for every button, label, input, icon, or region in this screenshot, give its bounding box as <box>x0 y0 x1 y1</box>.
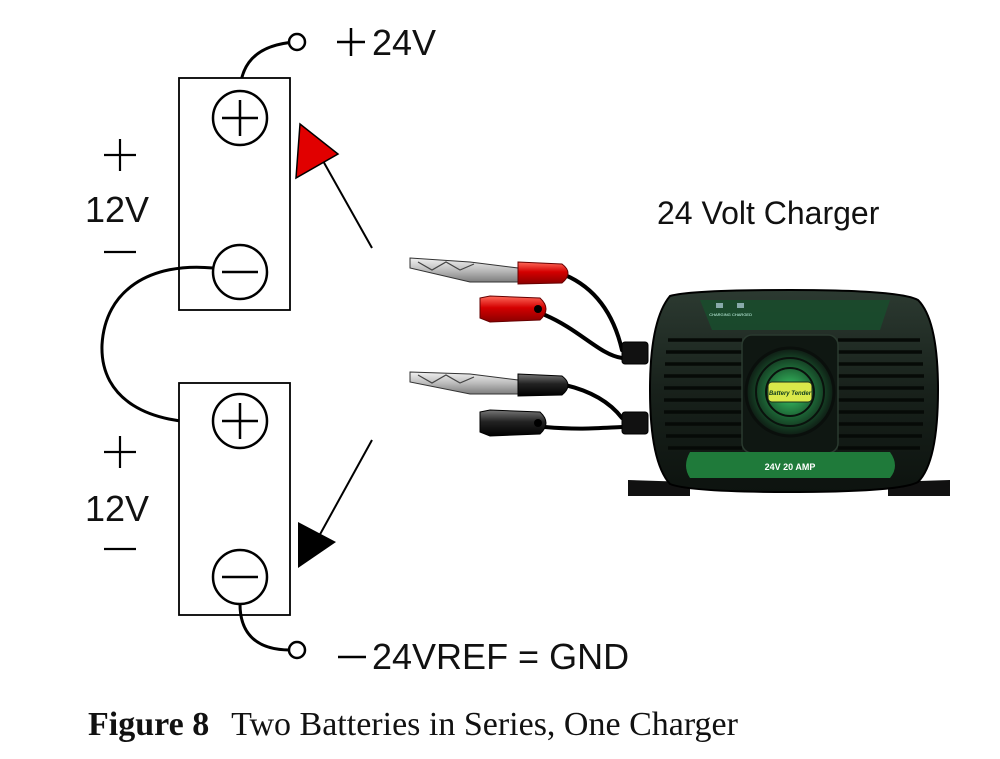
battery-top <box>178 77 291 311</box>
charger-cables <box>543 273 624 431</box>
red-clamp-upper <box>409 257 569 285</box>
battery-top-voltage-label: 12V <box>85 189 149 230</box>
bottom-terminal-label: 24VREF = GND <box>372 636 629 677</box>
battery-charger: Battery Tender 24V 20 AMP CHARGING CHARG… <box>621 288 950 496</box>
battery-bottom-polarity: 12V <box>85 436 149 551</box>
series-jumper-wire <box>100 265 214 424</box>
positive-connection-arrow <box>295 122 373 249</box>
charger-title: 24 Volt Charger <box>657 195 880 231</box>
battery-bottom-positive-terminal <box>211 392 269 450</box>
top-terminal-label: 24V <box>372 22 436 63</box>
charged-indicator-label: CHARGED <box>732 312 752 317</box>
battery-top-negative-terminal <box>211 243 269 301</box>
negative-connection-arrow <box>298 439 373 568</box>
charging-indicator-label: CHARGING <box>709 312 731 317</box>
red-clamp-lower <box>479 295 547 323</box>
charged-indicator-icon <box>737 303 744 308</box>
charger-brand: Battery Tender <box>769 391 812 397</box>
charging-indicator-icon <box>716 303 723 308</box>
figure-caption: Figure 8 Two Batteries in Series, One Ch… <box>88 706 739 743</box>
battery-bottom-negative-terminal <box>211 548 269 606</box>
charger-panel-label: 24V 20 AMP <box>765 462 816 472</box>
battery-bottom <box>178 382 291 616</box>
top-terminal: 24V <box>238 22 436 101</box>
battery-top-positive-terminal <box>211 89 269 147</box>
figure-caption-label: Figure 8 <box>88 706 209 743</box>
black-clamp-lower <box>479 409 547 437</box>
bottom-terminal: 24VREF = GND <box>238 603 629 677</box>
black-clamp-upper <box>409 371 569 397</box>
plus-sign-top-terminal <box>337 28 365 56</box>
figure-caption-text: Two Batteries in Series, One Charger <box>231 706 739 743</box>
battery-bottom-voltage-label: 12V <box>85 488 149 529</box>
battery-top-polarity: 12V <box>85 139 149 254</box>
